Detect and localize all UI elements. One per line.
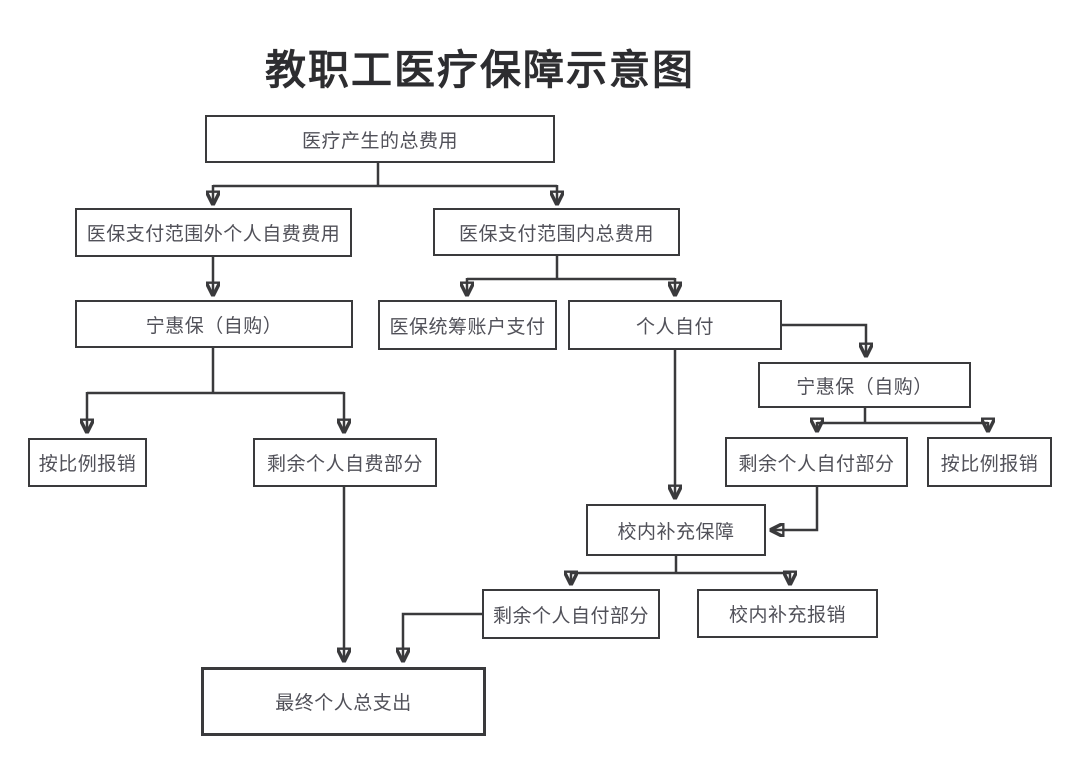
connector-remaining-self-pay-bottom-to-final bbox=[403, 612, 482, 660]
node-ratio-reimburse-right: 按比例报销 bbox=[927, 437, 1052, 487]
node-school-supplement-reimburse: 校内补充报销 bbox=[697, 589, 878, 638]
connector-school-supplement-split bbox=[571, 556, 790, 583]
connector-total-cost-split bbox=[213, 163, 557, 203]
node-personal-self-pay: 个人自付 bbox=[568, 300, 782, 350]
node-ratio-reimburse-left: 按比例报销 bbox=[28, 438, 147, 487]
connector-remaining-self-pay-right-to-school-supplement bbox=[772, 487, 819, 530]
connector-in-scope-split bbox=[467, 256, 675, 294]
node-remaining-self-pay-bottom: 剩余个人自付部分 bbox=[482, 589, 660, 639]
node-ninghuibao-left: 宁惠保（自购） bbox=[75, 300, 353, 348]
connector-self-pay-to-ninghuibao-right bbox=[782, 323, 866, 355]
diagram-title: 教职工医疗保障示意图 bbox=[265, 47, 695, 93]
connector-ninghuibao-right-split bbox=[817, 408, 988, 430]
node-remaining-self-fee: 剩余个人自费部分 bbox=[253, 438, 437, 487]
connector-ninghuibao-left-split bbox=[87, 348, 344, 431]
node-remaining-self-pay-right: 剩余个人自付部分 bbox=[725, 437, 908, 487]
node-total-cost: 医疗产生的总费用 bbox=[205, 115, 555, 163]
node-in-scope-total-fee: 医保支付范围内总费用 bbox=[433, 208, 680, 256]
node-school-supplement-security: 校内补充保障 bbox=[586, 504, 766, 556]
node-out-of-scope-self-fee: 医保支付范围外个人自费费用 bbox=[75, 208, 352, 257]
node-ninghuibao-right: 宁惠保（自购） bbox=[758, 362, 971, 408]
node-final-personal-total: 最终个人总支出 bbox=[201, 667, 486, 736]
node-pooled-account-pay: 医保统筹账户支付 bbox=[378, 300, 557, 350]
